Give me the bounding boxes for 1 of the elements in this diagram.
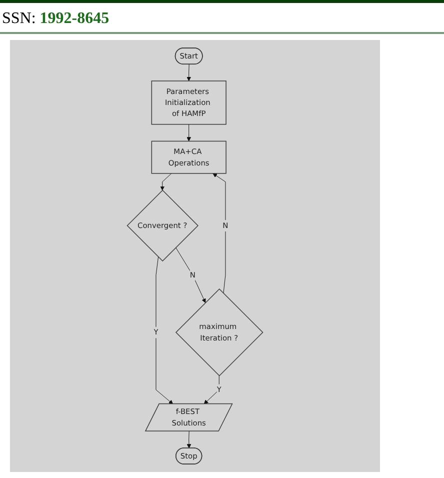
header-text: SSN: 1992-8645 bbox=[2, 10, 110, 28]
